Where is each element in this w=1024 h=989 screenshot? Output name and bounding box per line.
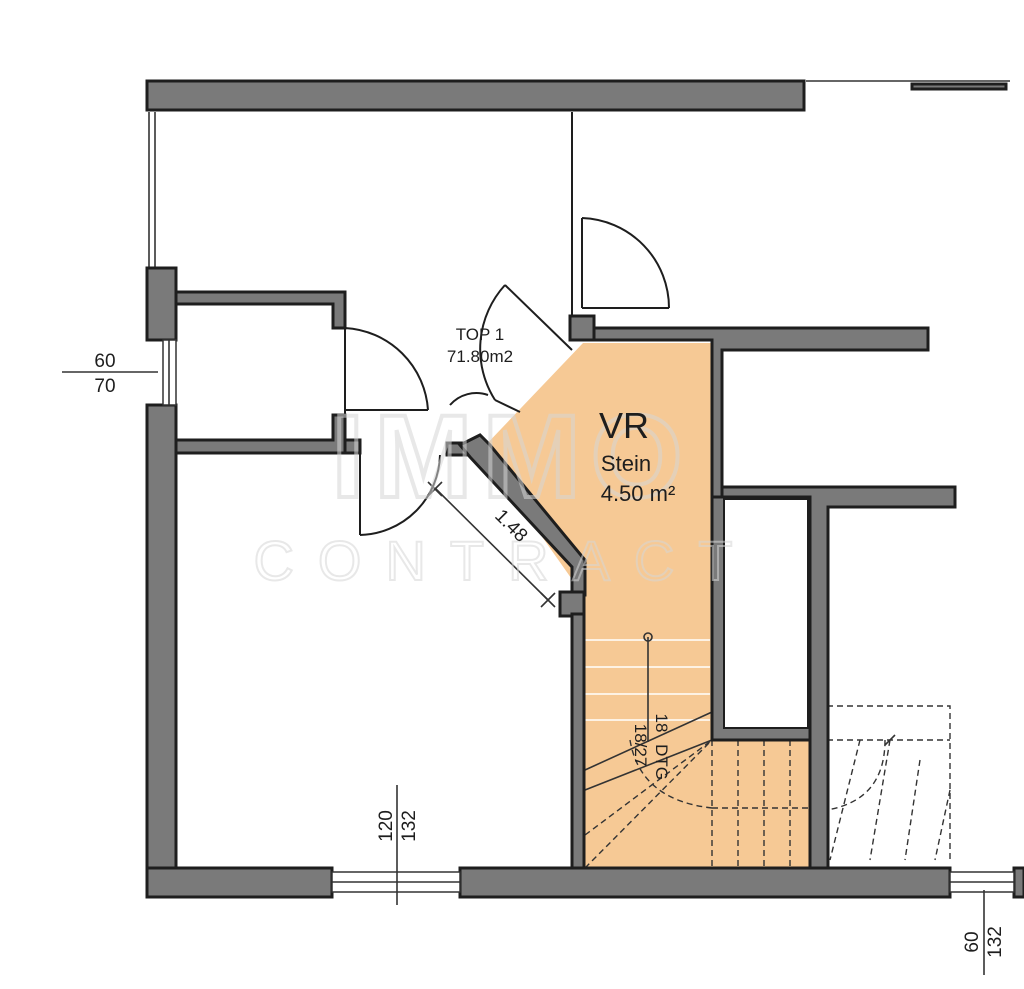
room-top1-area: 71.80m2: [447, 347, 513, 366]
dim-window-bottom-bottom: 132: [399, 810, 420, 842]
stairs-riser: 18/27: [631, 724, 650, 767]
room-vr-area: 4.50 m²: [601, 481, 676, 506]
dim-window-bottom-top: 120: [376, 810, 397, 842]
dim-window-left-bottom: 70: [94, 376, 115, 397]
room-vr-name: VR: [599, 405, 649, 446]
doors: [344, 217, 670, 536]
watermark-line2: CONTRACT: [253, 529, 756, 592]
watermark: IMMO CONTRACT: [252, 389, 756, 593]
dim-window-left-top: 60: [94, 351, 115, 372]
dim-window-right-bottom: 132: [985, 926, 1006, 958]
room-vr-fill: [481, 343, 810, 868]
room-vr-floor: Stein: [601, 451, 651, 476]
watermark-line1: IMMO: [331, 391, 692, 523]
stairs-steps: 18: [652, 714, 671, 733]
dim-window-right-top: 60: [962, 931, 983, 952]
room-top1-name: TOP 1: [456, 325, 505, 344]
staircase: [584, 632, 951, 869]
stairs-label: DTG: [652, 744, 671, 780]
walls: [145, 79, 1024, 899]
dimension-lines: [62, 371, 985, 975]
windows: [162, 339, 1015, 893]
